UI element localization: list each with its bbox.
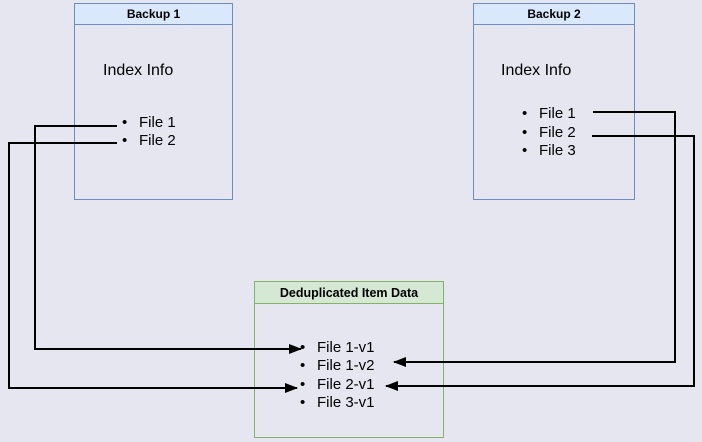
deduplicated-item-data-box: Deduplicated Item Data File 1-v1 File 1-… <box>254 281 444 438</box>
backup1-title: Backup 1 <box>75 4 232 25</box>
list-item: File 1-v1 <box>300 339 375 357</box>
backup2-box: Backup 2 Index Info File 1 File 2 File 3 <box>473 3 635 200</box>
backup2-title: Backup 2 <box>474 4 634 25</box>
backup2-file-list: File 1 File 2 File 3 <box>522 105 576 161</box>
list-item: File 3-v1 <box>300 394 375 412</box>
list-item: File 1 <box>122 114 176 132</box>
list-item: File 2 <box>522 124 576 143</box>
dedup-file-list: File 1-v1 File 1-v2 File 2-v1 File 3-v1 <box>300 339 375 413</box>
backup2-index-info-label: Index Info <box>501 62 572 79</box>
list-item: File 3 <box>522 142 576 161</box>
list-item: File 1-v2 <box>300 357 375 375</box>
backup1-file-list: File 1 File 2 <box>122 114 176 150</box>
dedup-title: Deduplicated Item Data <box>255 282 443 304</box>
list-item: File 2 <box>122 132 176 150</box>
list-item: File 1 <box>522 105 576 124</box>
backup1-index-info-label: Index Info <box>103 62 174 79</box>
list-item: File 2-v1 <box>300 376 375 394</box>
backup1-box: Backup 1 Index Info File 1 File 2 <box>74 3 233 200</box>
